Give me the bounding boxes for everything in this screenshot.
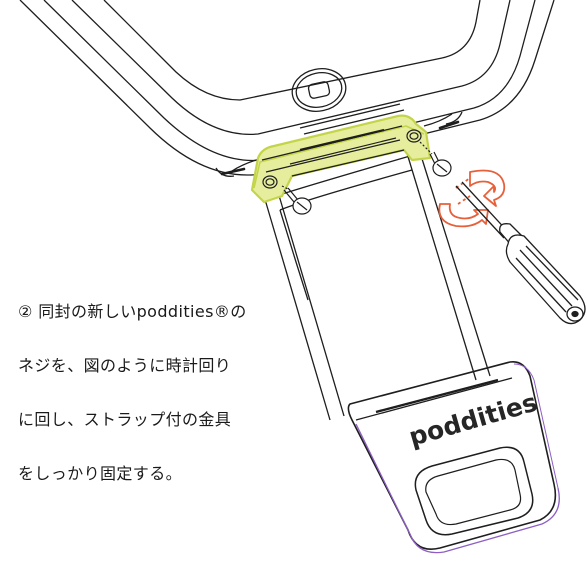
screw-right-icon (419, 141, 452, 177)
instruction-line: をしっかり固定する。 (18, 464, 183, 483)
instruction-line: に回し、ストラップ付の金具 (18, 410, 232, 429)
screw-left-icon (281, 185, 312, 215)
home-button-icon (291, 68, 347, 112)
screwdriver-icon (455, 181, 586, 325)
brand-mark: poddities (406, 388, 541, 452)
clamp-bracket-icon (250, 114, 432, 204)
instruction-text: ② 同封の新しいpoddities®の ネジを、図のように時計回り に回し、スト… (18, 304, 308, 520)
strap-icon (263, 145, 560, 554)
instruction-line: ② 同封の新しいpoddities®の (18, 302, 247, 321)
screw-icon (281, 141, 452, 215)
clockwise-arrow-icon (438, 169, 506, 228)
instruction-line: ネジを、図のように時計回り (18, 356, 232, 375)
